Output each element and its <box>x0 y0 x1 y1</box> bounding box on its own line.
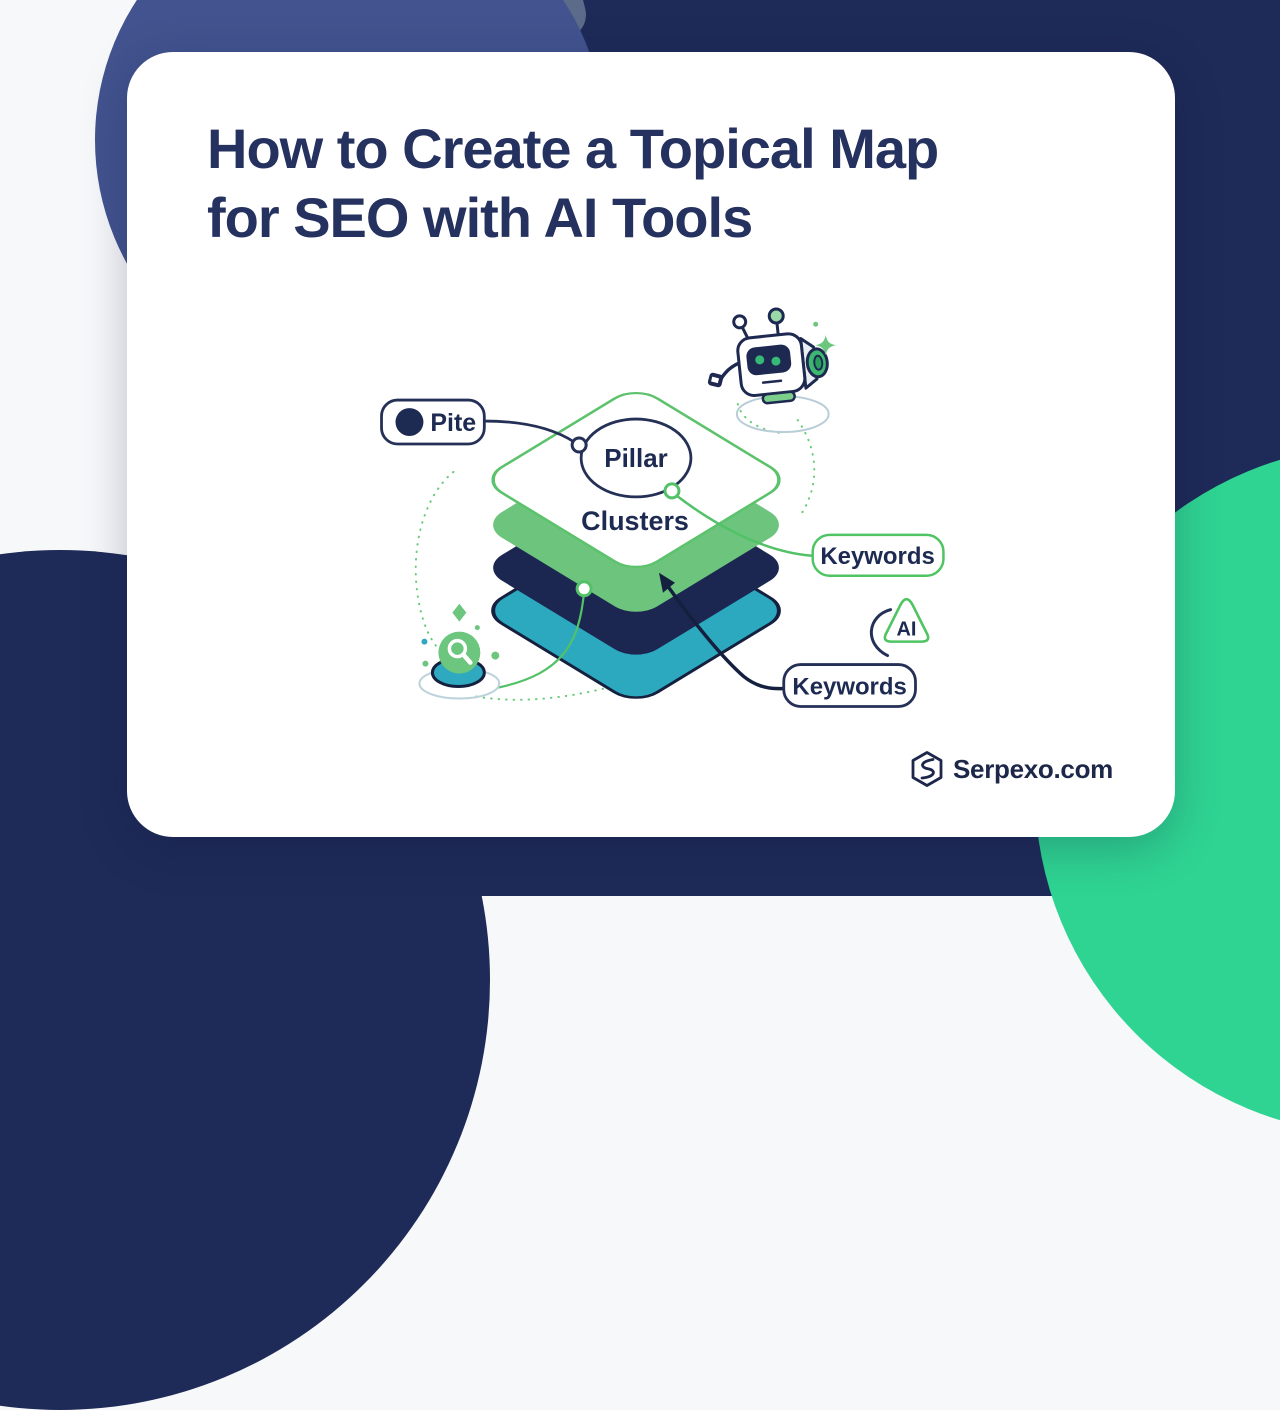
ai-tail-line <box>869 608 893 658</box>
title-line-2: for SEO with AI Tools <box>207 186 753 249</box>
keywords-bottom-tag: Keywords <box>782 663 917 708</box>
pillar-label: Pillar <box>604 445 667 473</box>
site-logo: Serpexo.com <box>911 751 1113 787</box>
title-line-1: How to Create a Topical Map <box>207 117 939 180</box>
robot-icon <box>707 307 829 405</box>
page-title: How to Create a Topical Map for SEO with… <box>207 114 939 252</box>
logo-hexagon-icon <box>911 751 943 787</box>
pite-tag: Pite <box>380 398 486 446</box>
cover-card: How to Create a Topical Map for SEO with… <box>127 52 1175 837</box>
deco-dot-2 <box>474 625 480 631</box>
pite-dot-icon <box>395 408 424 437</box>
keywords-right-label: Keywords <box>820 543 934 570</box>
arrowhead-green-layer <box>658 572 675 593</box>
pillar-ellipse <box>579 417 693 499</box>
keywords-right-tag: Keywords <box>811 533 945 577</box>
node-green-layer <box>575 580 593 598</box>
topical-map-illustration: Pillar Clusters Pite Keywords AI Keyword… <box>380 307 945 708</box>
keywords-bottom-label: Keywords <box>792 674 906 701</box>
connector-pite-pillar <box>484 419 575 444</box>
connector-keywords-bottom <box>667 585 786 691</box>
dotted-path-left <box>414 470 455 663</box>
deco-dot-4 <box>422 660 429 667</box>
connector-keywords-right <box>676 494 813 558</box>
node-pillar-left <box>570 436 588 454</box>
deco-dot-1 <box>421 638 428 645</box>
magnifier-icon <box>418 631 501 700</box>
magnifier-sparkle-icon <box>452 603 467 622</box>
site-logo-text: Serpexo.com <box>953 753 1113 784</box>
dotted-path-right <box>796 419 816 519</box>
dotted-path-bottom <box>475 687 606 701</box>
ai-label: AI <box>897 619 917 641</box>
deco-dot-3 <box>491 651 500 660</box>
ai-badge: AI <box>883 597 930 643</box>
connector-green-layer-magnifier <box>498 591 586 689</box>
node-pillar-right <box>663 482 681 500</box>
sparkle-dot <box>813 321 819 327</box>
sparkle-icon <box>815 335 836 356</box>
clusters-label: Clusters <box>581 506 689 536</box>
pite-label: Pite <box>430 409 476 437</box>
